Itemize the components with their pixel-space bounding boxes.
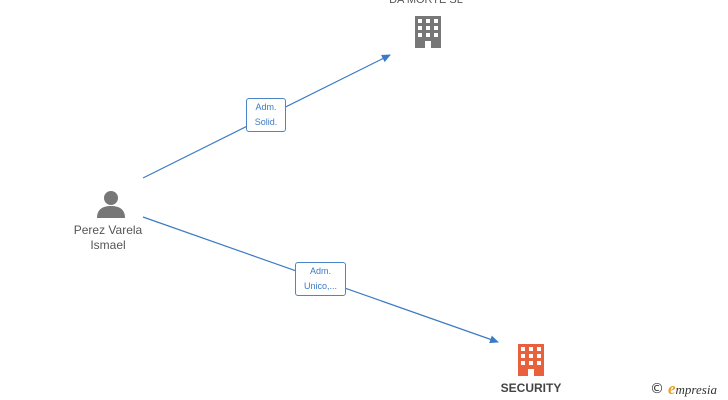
copyright-symbol: © [650,381,664,397]
person-label-line2: Ismael [90,238,126,252]
edge-label-adm-unico[interactable]: Adm. Unico,... [295,262,346,296]
person-label[interactable]: Perez Varela Ismael [58,223,158,253]
building-icon[interactable] [413,15,443,49]
brand-name-rest: mpresia [675,382,717,397]
building-icon[interactable] [516,343,546,377]
company-bottom-label[interactable]: SECURITY [500,381,562,395]
edge-label-line1: Adm. [255,102,277,112]
edge-label-line1: Adm. [309,266,331,276]
company-top-label[interactable]: DA MORTE SL [389,0,463,6]
edge-label-line2: Unico,... [303,281,337,291]
person-icon[interactable] [96,189,126,219]
brand-first-letter: e [668,379,676,398]
brand-name: empresia [668,379,717,399]
person-label-line1: Perez Varela [73,223,143,237]
edge-label-adm-solid[interactable]: Adm. Solid. [246,98,286,132]
edge-label-line2: Solid. [254,117,278,127]
empresia-brand[interactable]: © empresia [650,378,717,400]
